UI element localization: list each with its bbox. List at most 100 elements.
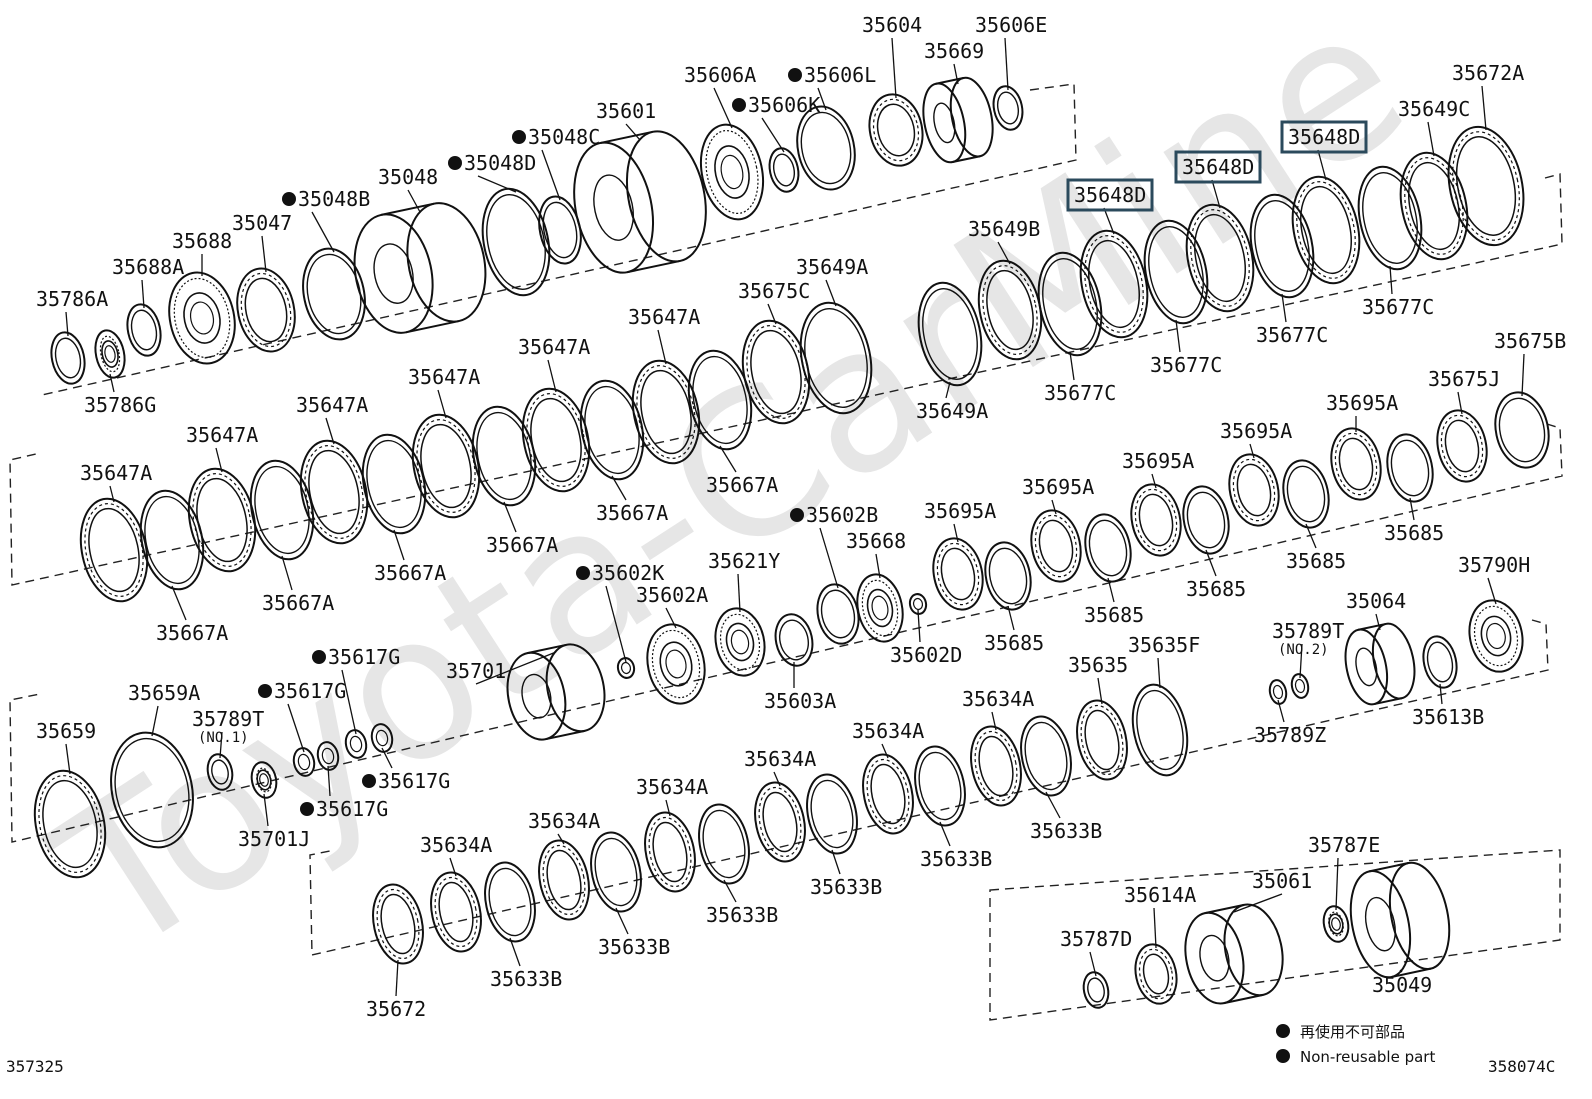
part-label-35603a: 35603A (764, 689, 836, 713)
part-35606a (700, 123, 764, 221)
part-label-35635: 35635 (1068, 653, 1128, 677)
leader-line (215, 447, 223, 473)
part-35635 (1076, 699, 1128, 781)
part-label-35685: 35685 (984, 631, 1044, 655)
leader-line (817, 87, 827, 111)
part-sublabel: (NO.2) (1278, 642, 1329, 658)
leader-line (1427, 121, 1435, 157)
part-35695a (1030, 509, 1082, 583)
leader-line (449, 857, 457, 877)
non-reusable-dot-icon (258, 684, 272, 698)
part-label-35695a: 35695A (924, 499, 996, 523)
part-35602k (616, 657, 636, 679)
part-label-35647a: 35647A (628, 305, 700, 329)
part-label-35647a: 35647A (296, 393, 368, 417)
part-35667a (579, 379, 645, 481)
part-label-35648d: 35648D (1182, 155, 1254, 179)
part-35634a (644, 811, 696, 893)
part-label-35604: 35604 (862, 13, 922, 37)
leader-line (1089, 951, 1097, 977)
leader-line (605, 585, 627, 663)
leader-line (1317, 149, 1327, 181)
part-label-35688a: 35688A (112, 255, 184, 279)
part-35685 (1282, 459, 1330, 529)
part-35621y (714, 607, 766, 677)
leader-line (475, 651, 557, 685)
leader-line (819, 527, 839, 589)
part-35061 (1184, 903, 1284, 1005)
part-35604 (868, 93, 924, 167)
part-label-35649a: 35649A (796, 255, 868, 279)
non-reusable-dot-icon (300, 802, 314, 816)
part-label-35061: 35061 (1252, 869, 1312, 893)
part-label-35634a: 35634A (636, 775, 708, 799)
part-35695a (1330, 427, 1382, 501)
part-35633b (914, 745, 966, 827)
leader-line (263, 793, 269, 827)
non-reusable-dot-icon (1276, 1049, 1290, 1063)
part-35617g (370, 723, 394, 753)
part-35048d (481, 187, 551, 297)
leader-line (917, 609, 921, 643)
part-label-35787e: 35787E (1308, 833, 1380, 857)
leader-line (825, 279, 837, 307)
leader-line (953, 63, 959, 85)
part-label-35633b: 35633B (706, 903, 778, 927)
part-label-35685: 35685 (1286, 549, 1346, 573)
part-label-35606k: 35606K (748, 93, 820, 117)
leader-line (557, 833, 565, 845)
leader-line (1151, 473, 1157, 489)
leader-line (611, 475, 627, 501)
part-35633b (1020, 715, 1072, 797)
part-label-35667a: 35667A (596, 501, 668, 525)
non-reusable-dot-icon (512, 130, 526, 144)
part-label-35048: 35048 (378, 165, 438, 189)
part-35048 (353, 202, 487, 334)
part-label-35634a: 35634A (962, 687, 1034, 711)
part-label-35049: 35049 (1372, 973, 1432, 997)
part-35617g (292, 747, 316, 777)
leader-line (327, 765, 331, 797)
leader-line (109, 485, 115, 503)
part-label-35675j: 35675J (1428, 367, 1500, 391)
leader-line (991, 711, 997, 731)
leader-line (1277, 699, 1285, 723)
part-label-35617g: 35617G (378, 769, 450, 793)
part-label-35695a: 35695A (1326, 391, 1398, 415)
leader-line (407, 189, 421, 213)
part-label-35787d: 35787D (1060, 927, 1132, 951)
part-35667a (139, 489, 205, 591)
leader-line (311, 211, 335, 253)
part-35688a (126, 303, 162, 357)
non-reusable-dot-icon (448, 156, 462, 170)
legend-en: Non-reusable part (1300, 1048, 1435, 1066)
part-35606k (768, 147, 800, 193)
part-label-35647a: 35647A (80, 461, 152, 485)
part-35789t (206, 753, 234, 791)
part-label-35649b: 35649B (968, 217, 1040, 241)
part-label-35647a: 35647A (518, 335, 590, 359)
part-label-35617g: 35617G (274, 679, 346, 703)
leader-line (1175, 319, 1181, 353)
leader-line (945, 381, 951, 399)
part-35685 (984, 541, 1032, 611)
part-35633b (698, 803, 750, 885)
non-reusable-dot-icon (732, 98, 746, 112)
leader-line (1045, 791, 1061, 819)
leader-line (109, 373, 115, 393)
non-reusable-dot-icon (312, 650, 326, 664)
part-label-35634a: 35634A (852, 719, 924, 743)
part-label-35786g: 35786G (84, 393, 156, 417)
non-reusable-dot-icon (788, 68, 802, 82)
part-35634a (538, 839, 590, 921)
part-35677c (1143, 219, 1209, 325)
part-label-35648d: 35648D (1288, 125, 1360, 149)
leader-line (1249, 443, 1255, 459)
leader-line (1481, 85, 1487, 131)
part-35787e (1322, 905, 1350, 943)
leader-line (1439, 683, 1443, 705)
part-35685 (1386, 433, 1434, 503)
leader-line (1299, 643, 1303, 679)
part-label-35685: 35685 (1384, 521, 1444, 545)
